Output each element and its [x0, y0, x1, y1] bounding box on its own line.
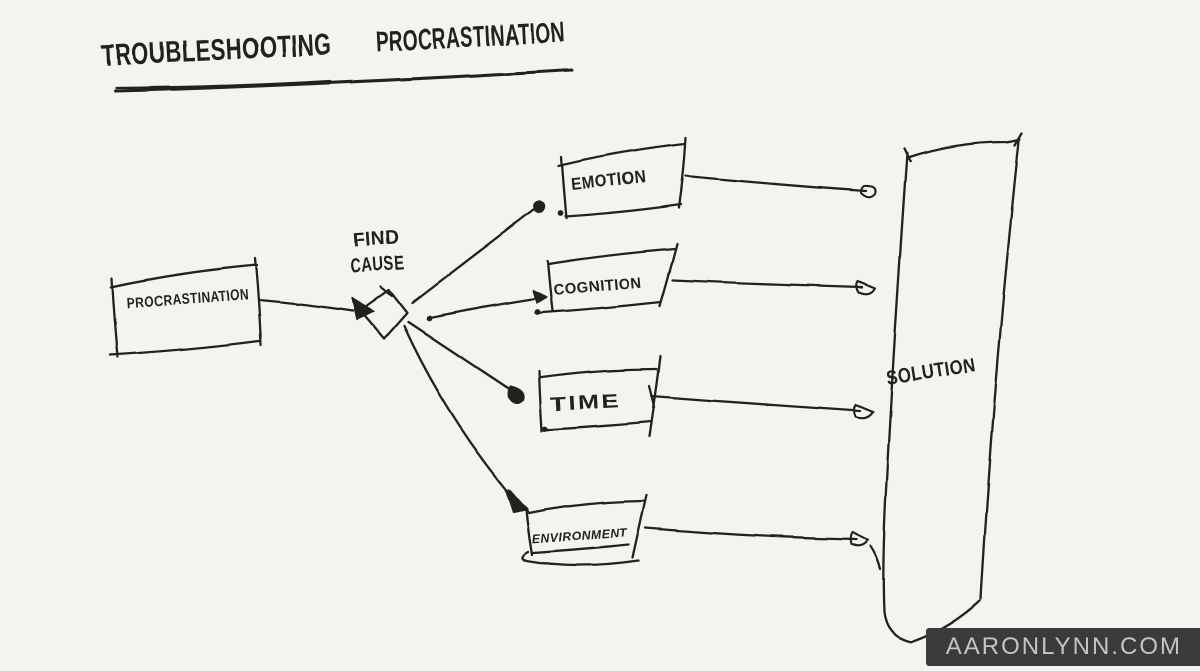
arrowhead-solution4-extra-stroke [868, 544, 882, 571]
arrowhead-into-solution-2 [855, 279, 877, 295]
watermark-badge: AARONLYNN.COM [925, 628, 1200, 666]
edge-findcause-time [406, 320, 514, 393]
node-solution-box [882, 131, 1024, 644]
node-environment-label: ENVIRONMENT [531, 526, 629, 547]
edge-findcause-emotion [410, 206, 538, 305]
node-findcause-diamond [358, 285, 409, 341]
arrowhead-into-time [507, 385, 525, 405]
node-procrastination-label: PROCRASTINATION [126, 287, 249, 312]
edge-procrastination-findcause [257, 298, 355, 313]
ink-dot [557, 210, 563, 216]
ink-dot [535, 309, 541, 315]
node-emotion-box [556, 136, 688, 220]
arrowhead-into-solution-4 [849, 530, 870, 547]
watermark-text: AARONLYNN.COM [945, 633, 1182, 660]
edge-cognition-solution [671, 278, 864, 289]
edge-emotion-solution [684, 174, 868, 193]
edge-findcause-environment [402, 324, 516, 501]
edge-environment-solution [644, 526, 858, 541]
page-title-word1: TROUBLESHOOTING [101, 28, 332, 73]
node-findcause-label-line2: CAUSE [350, 252, 405, 278]
node-time-label: TIME [550, 390, 621, 416]
page-title-word2: PROCRASTINATION [375, 17, 566, 59]
arrowhead-into-solution-1 [859, 184, 877, 199]
node-findcause-label-line1: FIND [353, 227, 400, 252]
node-emotion-label: EMOTION [570, 167, 648, 194]
edge-time-start-tick [647, 384, 656, 409]
arrowhead-into-emotion [533, 200, 545, 214]
edge-time-solution [649, 394, 862, 413]
arrowhead-into-solution-3 [853, 403, 875, 420]
edge-findcause-cognition [425, 296, 541, 320]
node-cognition-label: COGNITION [553, 274, 642, 299]
title-underline-retrace [114, 79, 332, 90]
node-solution-label: SOLUTION [885, 354, 977, 390]
title-underline [113, 68, 574, 93]
arrowhead-into-cognition [532, 289, 548, 304]
node-cognition-box [534, 242, 679, 315]
ink-dot [542, 426, 548, 432]
node-environment-box [520, 493, 649, 567]
